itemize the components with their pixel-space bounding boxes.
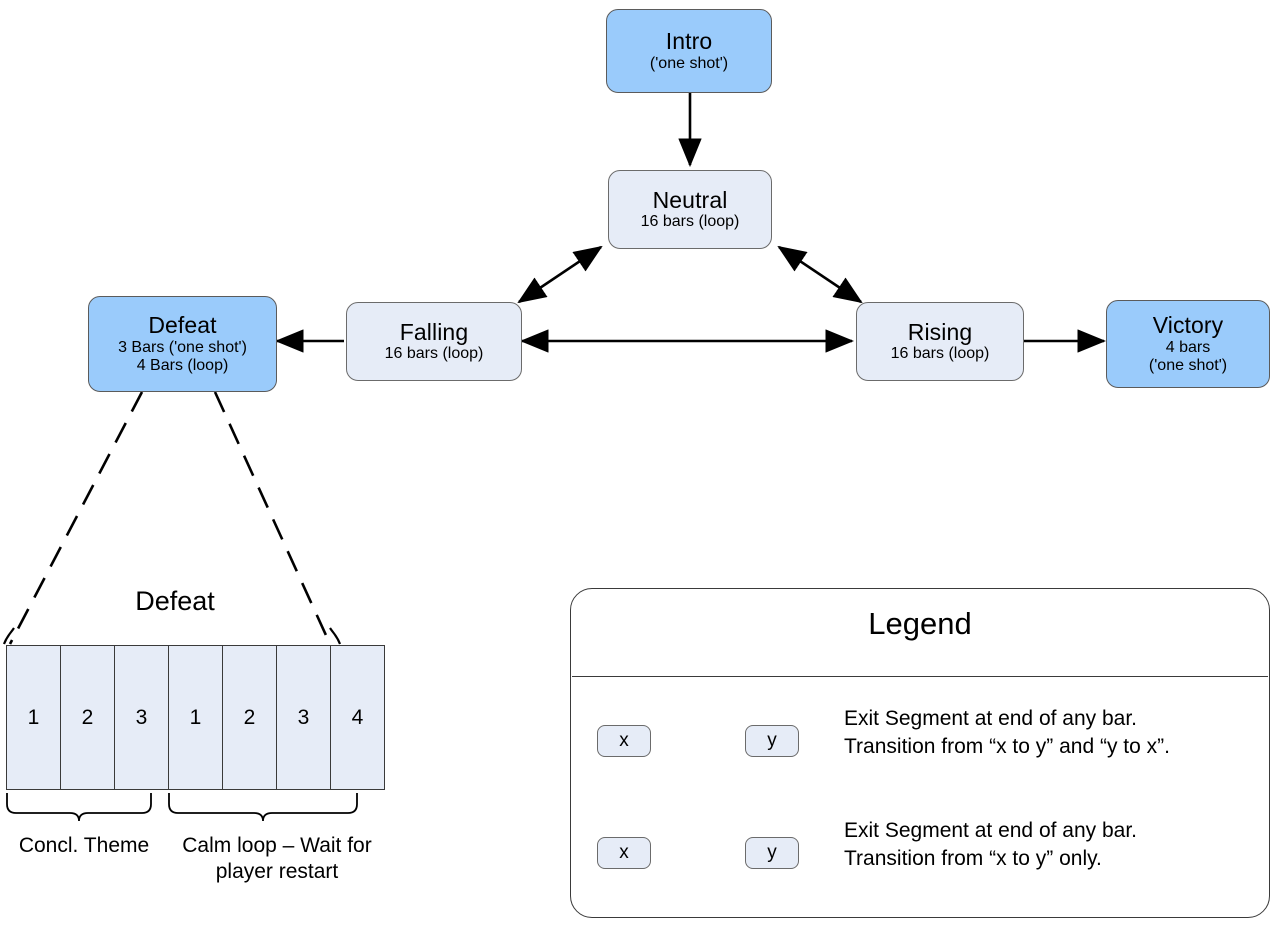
node-neutral[interactable]: Neutral 16 bars (loop) (608, 170, 772, 249)
node-rising-title: Rising (907, 318, 973, 345)
node-defeat-subtitle-2: 4 Bars (loop) (136, 356, 229, 374)
edge-neutral-to-falling (517, 245, 603, 304)
bar-cell[interactable]: 1 (7, 646, 61, 789)
legend-row-2-from-node: x (597, 837, 651, 869)
node-rising[interactable]: Rising 16 bars (loop) (856, 302, 1024, 381)
bar-bottom-brace-concl (6, 793, 152, 822)
legend-row-1-description: Exit Segment at end of any bar. Transiti… (844, 707, 1170, 759)
group-label-calm-loop: Calm loop – Wait for player restart (182, 834, 372, 884)
group-label-concl-theme: Concl. Theme (18, 834, 150, 857)
bar-cell[interactable]: 3 (115, 646, 169, 789)
node-neutral-subtitle: 16 bars (loop) (640, 213, 740, 231)
bar-cell[interactable]: 2 (223, 646, 277, 789)
legend-row-1-from-node: x (597, 725, 651, 757)
node-rising-subtitle: 16 bars (loop) (890, 345, 990, 363)
node-intro-title: Intro (665, 28, 713, 55)
legend-box (570, 588, 1270, 918)
bar-cell[interactable]: 1 (169, 646, 223, 789)
legend-row-1-to-node: y (745, 725, 799, 757)
node-falling[interactable]: Falling 16 bars (loop) (346, 302, 522, 381)
node-intro[interactable]: Intro ('one shot') (606, 9, 772, 93)
bar-chart-title: Defeat (135, 586, 215, 616)
node-neutral-title: Neutral (652, 186, 728, 213)
bar-cell[interactable]: 3 (277, 646, 331, 789)
legend-row-2-description: Exit Segment at end of any bar. Transiti… (844, 819, 1138, 871)
bar-bottom-brace-calm (168, 793, 358, 822)
legend-title: Legend (868, 606, 972, 641)
bar-cell[interactable]: 2 (61, 646, 115, 789)
bar-cell[interactable]: 4 (351, 705, 364, 729)
node-victory-subtitle-1: 4 bars (1165, 338, 1211, 356)
node-victory-subtitle-2: ('one shot') (1148, 356, 1228, 374)
node-defeat-subtitle-1: 3 Bars ('one shot') (118, 338, 247, 356)
node-defeat-title: Defeat (148, 312, 217, 339)
bar-top-brace (2, 627, 342, 645)
edge-neutral-to-rising (777, 245, 863, 304)
defeat-bar-grid: 1 2 3 1 2 3 4 (6, 645, 385, 790)
node-falling-title: Falling (399, 318, 469, 345)
node-victory-title: Victory (1152, 312, 1224, 339)
legend-row-2-to-node: y (745, 837, 799, 869)
node-victory[interactable]: Victory 4 bars ('one shot') (1106, 300, 1270, 388)
node-intro-subtitle: ('one shot') (649, 54, 729, 72)
node-falling-subtitle: 16 bars (loop) (384, 345, 484, 363)
legend-divider (572, 676, 1268, 677)
node-defeat[interactable]: Defeat 3 Bars ('one shot') 4 Bars (loop) (88, 296, 277, 392)
